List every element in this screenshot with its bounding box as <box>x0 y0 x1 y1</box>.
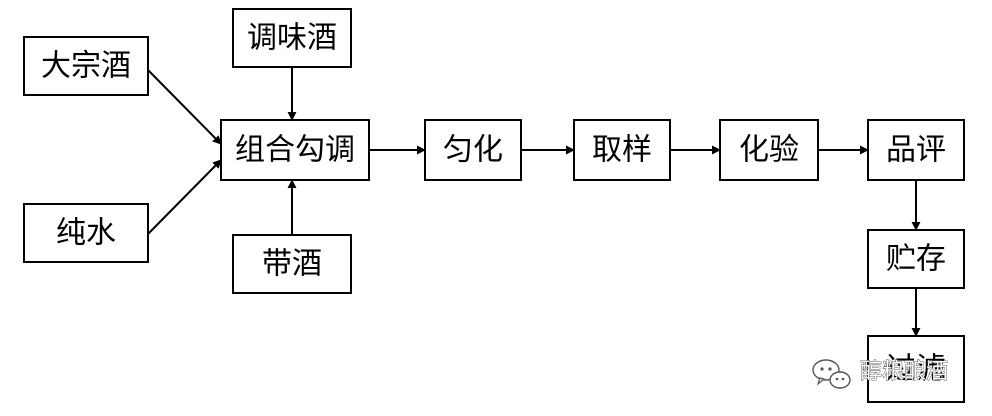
node-daijiu: 带酒 <box>232 234 352 294</box>
node-guolv-label: 过滤 <box>886 352 946 387</box>
node-yunhua-label: 匀化 <box>443 133 503 168</box>
arrow-dazongjiu-to-zuhegoutiao <box>147 69 222 145</box>
node-pinping-label: 品评 <box>886 133 946 168</box>
node-zuhegoutiao-label: 组合勾调 <box>235 133 355 168</box>
watermark: 醇粮酿酒 <box>812 359 948 389</box>
node-tiaoweijiu-label: 调味酒 <box>247 21 337 56</box>
node-zhucun: 贮存 <box>867 229 965 289</box>
node-huayan-label: 化验 <box>739 133 799 168</box>
node-zuhegoutiao: 组合勾调 <box>220 119 370 181</box>
node-pinping: 品评 <box>867 119 965 181</box>
node-daijiu-label: 带酒 <box>262 247 322 282</box>
node-tiaoweijiu: 调味酒 <box>232 8 352 68</box>
node-quyang-label: 取样 <box>592 133 652 168</box>
node-huayan: 化验 <box>719 119 819 181</box>
node-dazongjiu-label: 大宗酒 <box>41 49 131 84</box>
arrow-chunshui-to-zuhegoutiao <box>147 159 222 235</box>
node-quyang: 取样 <box>573 119 671 181</box>
node-zhucun-label: 贮存 <box>886 242 946 277</box>
node-dazongjiu: 大宗酒 <box>23 36 149 96</box>
watermark-text: 醇粮酿酒 <box>860 360 948 385</box>
node-chunshui-label: 纯水 <box>56 216 116 251</box>
node-yunhua: 匀化 <box>424 119 522 181</box>
node-chunshui: 纯水 <box>23 203 149 263</box>
node-guolv: 过滤 <box>867 335 965 403</box>
wechat-icon <box>812 359 851 389</box>
